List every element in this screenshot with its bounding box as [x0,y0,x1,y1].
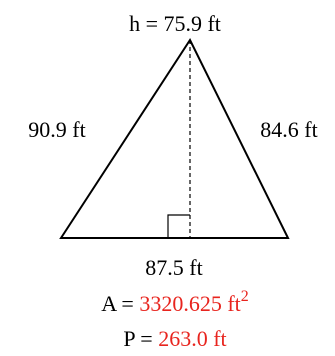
area-prefix: A = [101,291,139,316]
triangle-shape [59,37,290,239]
area-value: 3320.625 ft [139,291,240,316]
area-formula: A = 3320.625 ft2 [101,288,249,316]
left-side-label: 90.9 ft [28,117,85,142]
perimeter-formula: P = 263.0 ft [123,326,226,351]
height-label: h = 75.9 ft [129,11,221,36]
base-label: 87.5 ft [145,255,202,280]
right-angle-marker [167,214,190,238]
perimeter-value: 263.0 ft [158,326,226,351]
perimeter-prefix: P = [123,326,158,351]
area-exponent: 2 [241,288,249,305]
right-side-label: 84.6 ft [260,117,317,142]
